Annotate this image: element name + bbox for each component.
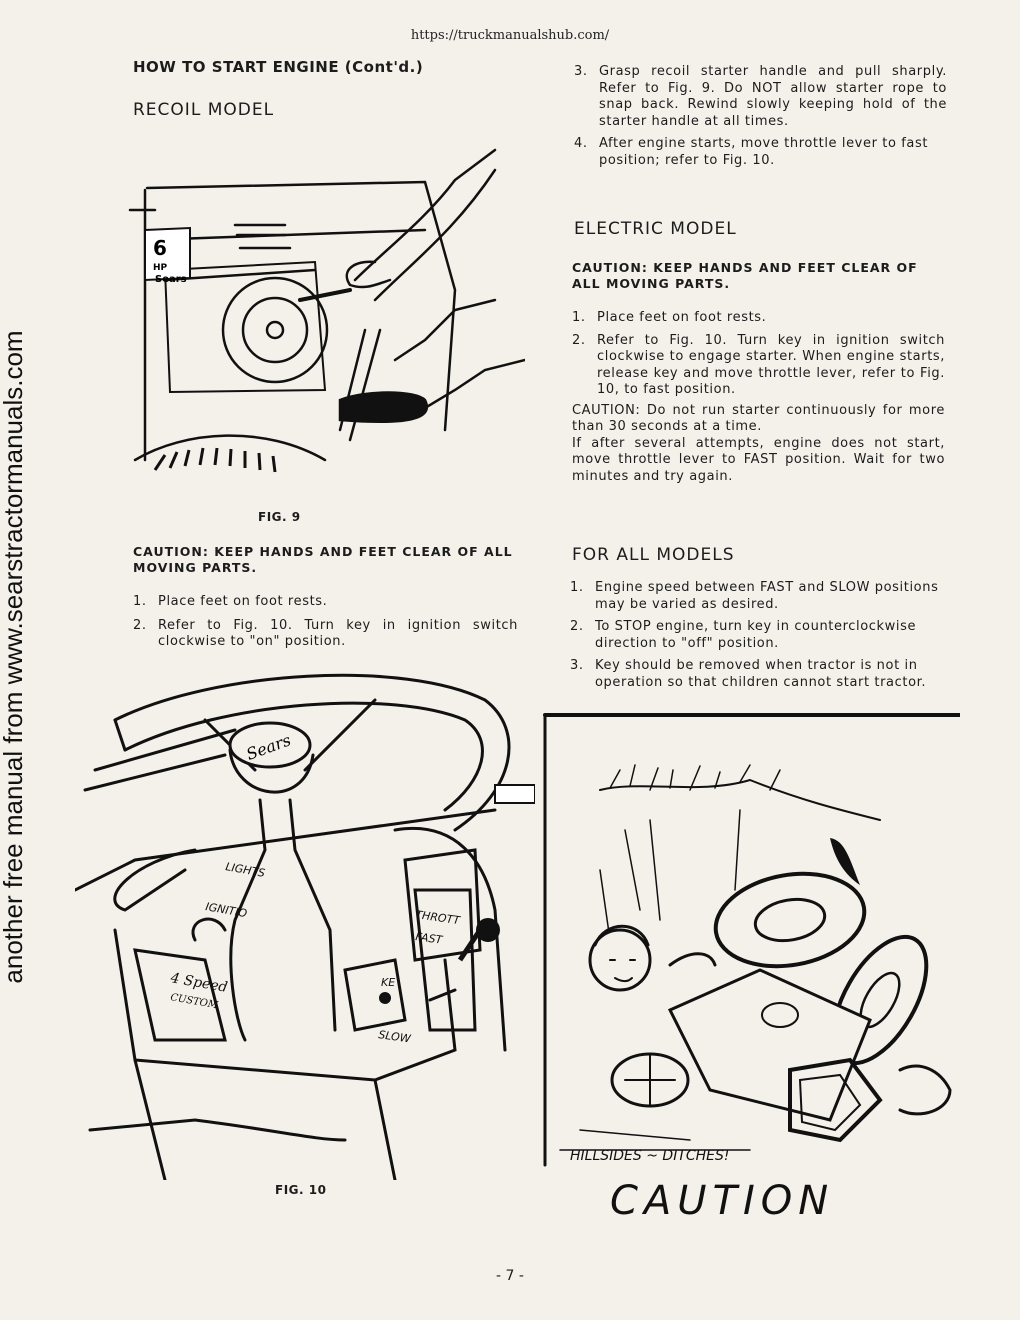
side-watermark: another free manual from www.searstracto… (0, 330, 28, 984)
list-item: 1.Place feet on foot rests. (133, 594, 328, 609)
left-caution: CAUTION: KEEP HANDS AND FEET CLEAR OF AL… (133, 544, 513, 575)
source-url: https://truckmanualshub.com/ (410, 28, 610, 43)
list-item: 1.Place feet on foot rests. (572, 310, 767, 325)
cartoon-caption: HILLSIDES ~ DITCHES! (570, 1148, 730, 1164)
list-item: 2.Refer to Fig. 10. Turn key in ignition… (133, 617, 518, 650)
caution-cartoon: HILLSIDES ~ DITCHES! (543, 713, 960, 1167)
electric-note-caution: CAUTION: Do not run starter continuously… (572, 402, 945, 435)
list-item: 1.Engine speed between FAST and SLOW pos… (570, 580, 939, 612)
electric-steps: 1.Place feet on foot rests. 2.Refer to F… (572, 310, 945, 485)
fig10-label: FIG. 10 (275, 1183, 327, 1197)
list-item: 2.To STOP engine, turn key in counterclo… (570, 619, 917, 651)
fig10-fast: FAST (415, 930, 445, 947)
electric-model-heading: ELECTRIC MODEL (574, 219, 737, 239)
all-models-heading: FOR ALL MODELS (572, 545, 735, 565)
recoil-model-heading: RECOIL MODEL (133, 100, 275, 120)
fig10-model-line2: CUSTOM (169, 992, 219, 1011)
list-item: 2.Refer to Fig. 10. Turn key in ignition… (572, 332, 945, 398)
all-models-steps: 1.Engine speed between FAST and SLOW pos… (570, 580, 947, 691)
list-item: 3.Key should be removed when tractor is … (570, 658, 927, 690)
fig10-illustration: Sears LIGHTS IGNITIO THROTT FAST KE SLOW… (75, 673, 535, 1180)
list-item: 3.Grasp recoil starter handle and pull s… (574, 64, 947, 129)
fig10-throttle: THROTT (415, 908, 462, 927)
fig9-illustration: 6 HP Sears (128, 148, 525, 473)
page-number: - 7 - (496, 1268, 524, 1284)
fig9-hp: HP (153, 263, 168, 273)
right-steps: 3.Grasp recoil starter handle and pull s… (574, 64, 947, 169)
list-item: 4.After engine starts, move throttle lev… (574, 136, 929, 168)
fig9-brand: Sears (155, 274, 187, 285)
fig10-slow: SLOW (378, 1028, 413, 1046)
page-title: HOW TO START ENGINE (Cont'd.) (133, 58, 424, 76)
cartoon-caution-title: CAUTION (610, 1178, 835, 1224)
electric-caution: CAUTION: KEEP HANDS AND FEET CLEAR OF AL… (572, 260, 918, 291)
fig10-ke: KE (381, 976, 395, 989)
left-steps: 1.Place feet on foot rests. 2.Refer to F… (133, 594, 518, 651)
electric-note-retry: If after several attempts, engine does n… (572, 435, 945, 484)
fig9-label: FIG. 9 (258, 510, 301, 524)
fig9-hp-number: 6 (153, 236, 167, 260)
fig10-model-line1: 4 Speed (168, 970, 228, 996)
